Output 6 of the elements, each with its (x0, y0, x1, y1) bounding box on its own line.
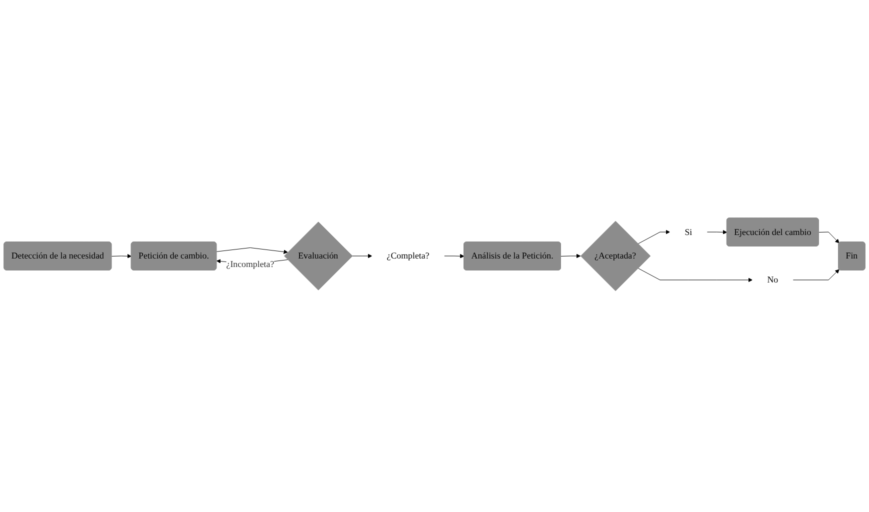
node-text: No (767, 274, 778, 285)
node-text: ¿Completa? (386, 250, 430, 261)
node-diamond: Evaluación (284, 222, 353, 290)
node-diamond: ¿Aceptada? (580, 220, 651, 292)
edge-label: ¿Incompleta? (226, 259, 274, 269)
node-text: Si (684, 226, 692, 237)
